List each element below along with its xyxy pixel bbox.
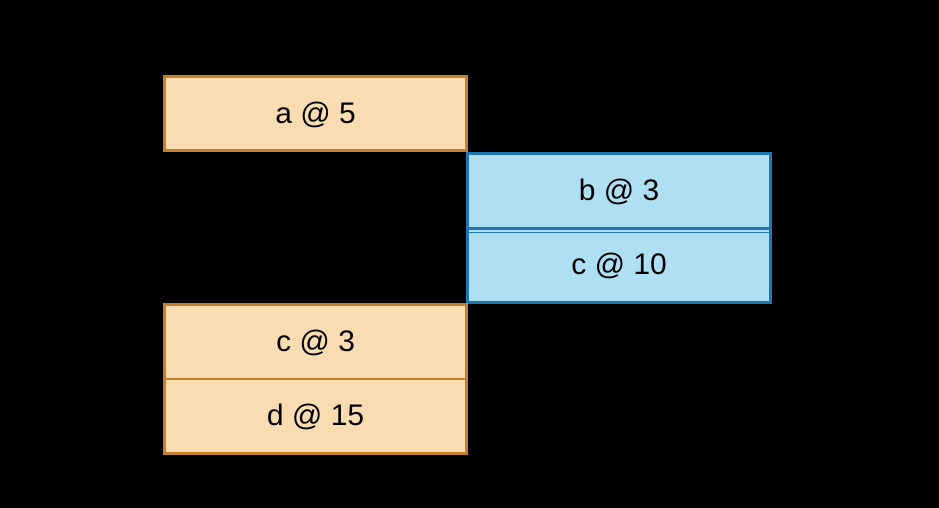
task-cell-c3: c @ 3 bbox=[276, 325, 355, 358]
task-cell-c10: c @ 10 bbox=[469, 226, 769, 302]
task-group-b-c: b @ 3 c @ 10 bbox=[466, 152, 772, 304]
task-group-a: a @ 5 bbox=[163, 75, 468, 152]
task-cell-a: a @ 5 bbox=[275, 96, 356, 130]
task-cell-b: b @ 3 bbox=[578, 173, 660, 207]
task-group-c-d: c @ 3 d @ 15 bbox=[163, 303, 468, 455]
task-cell-d: d @ 15 bbox=[166, 378, 465, 452]
